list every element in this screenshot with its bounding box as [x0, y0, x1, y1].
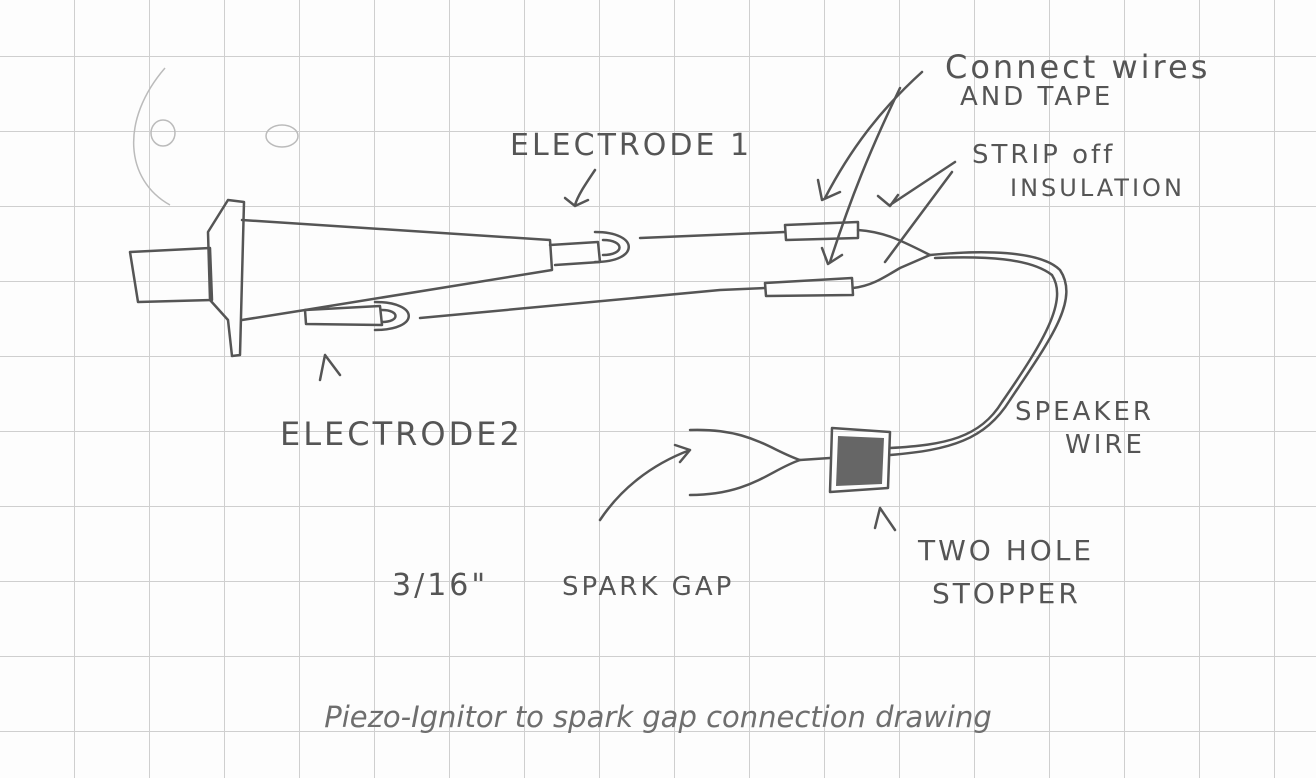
wires: [418, 220, 1068, 457]
label-speaker: SPEAKER: [1015, 397, 1154, 427]
label-strip-off: STRIP off: [972, 140, 1115, 170]
label-stopper: STOPPER: [932, 577, 1081, 610]
label-insulation: INSULATION: [1010, 174, 1185, 202]
piezo-ignitor: [128, 198, 554, 358]
label-gap-size: 3/16": [392, 568, 488, 603]
label-connect-wires: Connect wires: [945, 48, 1210, 86]
spark-gap-wires: [688, 428, 832, 497]
caption: Piezo-Ignitor to spark gap connection dr…: [324, 700, 992, 734]
electrode-1: [548, 230, 630, 267]
electrode-2: [303, 300, 410, 332]
label-electrode-1: ELECTRODE 1: [510, 128, 752, 163]
label-wire: WIRE: [1065, 430, 1145, 460]
label-spark-gap: SPARK GAP: [562, 572, 734, 602]
two-hole-stopper: [828, 426, 892, 494]
label-two-hole: TWO HOLE: [917, 534, 1094, 567]
arrows: [318, 70, 957, 532]
label-and-tape: AND TAPE: [960, 82, 1113, 112]
label-electrode-2: ELECTRODE2: [280, 415, 523, 453]
erased-sketch: [133, 67, 299, 206]
labels: ELECTRODE 1 ELECTRODE2 Connect wires AND…: [280, 48, 1210, 610]
